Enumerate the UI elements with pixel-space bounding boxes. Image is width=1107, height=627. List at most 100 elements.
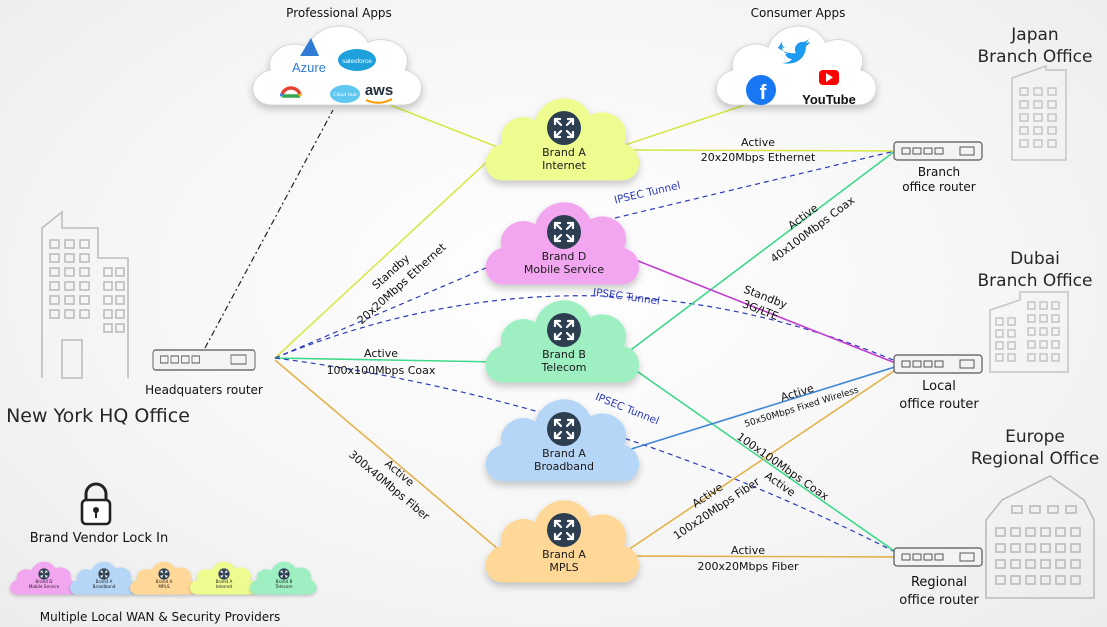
provider-cloud-label: Telecom (541, 361, 587, 374)
router-icon (545, 109, 583, 147)
europe-building-icon (985, 475, 1095, 599)
hq-telecom-link (274, 357, 501, 363)
mini-cloud-label: Brand A (216, 579, 233, 584)
internet-branch-status: Active (741, 136, 775, 149)
mini-cloud-label: Brand D (35, 579, 52, 584)
professional-apps: Professional Apps Azure salesforce Cloud… (252, 6, 423, 106)
router-icon (278, 568, 290, 580)
consumer-apps: Consumer Apps f YouTube (715, 6, 877, 107)
japan-office-label-2: Branch Office (978, 47, 1093, 67)
mobile-branch-tunnel (614, 150, 896, 219)
local-router-label-1: Local (922, 379, 956, 394)
mini-cloud-label: Brand B (276, 579, 293, 584)
hq-router-label: Headquaters router (145, 383, 263, 397)
provider-cloud-label: MPLS (549, 561, 578, 574)
mini-cloud-label: Internet (216, 584, 233, 589)
provider-cloud-label: Brand B (542, 348, 586, 361)
youtube-icon: YouTube (802, 70, 856, 107)
hq-mobile-tunnel (274, 261, 501, 359)
internet-branch-spec: 20x20Mbps Ethernet (701, 151, 816, 164)
branch-router[interactable]: Branch office router (893, 141, 983, 194)
regional-router-label-2: office router (899, 593, 979, 608)
dubai-office-label-1: Dubai (1010, 249, 1060, 269)
branch-router-label-2: office router (902, 180, 975, 194)
japan-building-icon (1011, 64, 1067, 161)
regional-router[interactable]: Regional office router (893, 547, 983, 608)
providers-caption: Multiple Local WAN & Security Providers (40, 610, 281, 624)
svg-text:YouTube: YouTube (802, 92, 856, 107)
aws-icon: aws (365, 82, 393, 104)
hq-telecom-status: Active (364, 347, 398, 360)
router-icon (98, 568, 110, 580)
router-icon (545, 511, 583, 549)
local-router-label-2: office router (899, 397, 979, 412)
mpls-regional-link (627, 555, 901, 558)
regional-router-label-1: Regional (911, 575, 967, 590)
provider-cloud-label: Broadband (534, 460, 594, 473)
cloud-hub-icon: Cloud Hub (330, 85, 360, 103)
mini-cloud-label: Telecom (274, 584, 292, 589)
branch-router-label-1: Branch (918, 165, 960, 179)
europe-office-label-2: Regional Office (971, 449, 1099, 469)
dubai-office-label-2: Branch Office (978, 271, 1093, 291)
router-icon (545, 213, 583, 251)
provider-cloud-label: Brand A (542, 548, 586, 561)
router-icon (218, 568, 230, 580)
hq-router[interactable]: Headquaters router (145, 349, 263, 397)
tunnel-label-curve: IPSEC Tunnel (592, 286, 661, 307)
consumer-apps-title: Consumer Apps (751, 6, 846, 20)
google-cloud-icon (279, 86, 302, 98)
mini-cloud-label: Broadband (93, 584, 116, 589)
internet-branch-link (627, 149, 896, 152)
broadband-local-link (627, 365, 899, 451)
router-icon (545, 410, 583, 448)
facebook-icon: f (746, 75, 776, 105)
azure-icon: Azure (292, 38, 326, 75)
router-icon (545, 311, 583, 349)
hq-building-icon (41, 210, 129, 379)
provider-cloud-label: Brand A (542, 447, 586, 460)
mpls-regional-spec: 200x20Mbps Fiber (697, 560, 799, 573)
mini-cloud-label: Brand A (156, 579, 173, 584)
provider-cloud-label: Internet (542, 159, 586, 172)
europe-office-label-1: Europe (1005, 427, 1065, 447)
hq-apps-link (204, 109, 334, 349)
mpls-regional-status: Active (731, 544, 765, 557)
mini-cloud-label: Brand A (96, 579, 113, 584)
router-icon (38, 568, 50, 580)
internet-professional-link (389, 104, 506, 151)
hq-office-label: New York HQ Office (6, 405, 190, 427)
local-router[interactable]: Local office router (893, 354, 983, 412)
provider-cloud-label: Mobile Service (524, 263, 604, 276)
svg-text:Azure: Azure (292, 60, 326, 75)
svg-text:aws: aws (365, 82, 393, 99)
telecom-regional-link (627, 364, 901, 556)
mini-cloud-label: MPLS (158, 584, 169, 589)
hq-telecom-spec: 100x100Mbps Coax (327, 364, 436, 377)
dubai-building-icon (989, 291, 1069, 373)
lock-title: Brand Vendor Lock In (30, 531, 169, 546)
svg-text:Cloud Hub: Cloud Hub (333, 92, 357, 98)
professional-apps-title: Professional Apps (286, 6, 392, 20)
hq-internet-link (274, 144, 506, 359)
provider-cloud-label: Brand A (542, 146, 586, 159)
mpls-local-link (627, 366, 901, 551)
provider-cloud-label: Brand D (542, 250, 587, 263)
salesforce-icon: salesforce (338, 49, 376, 71)
twitter-icon (778, 39, 810, 64)
lock-icon (80, 482, 112, 526)
